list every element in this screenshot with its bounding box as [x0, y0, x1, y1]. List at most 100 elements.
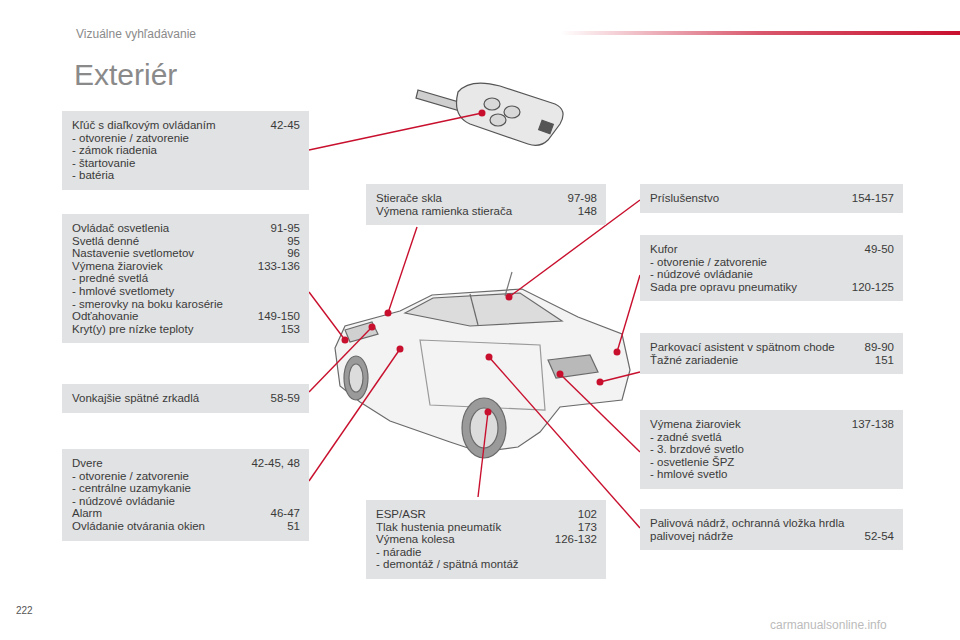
page-reference: 154-157 — [852, 192, 894, 205]
index-row: - smerovky na boku karosérie — [72, 298, 300, 311]
page-reference: 58-59 — [271, 392, 300, 405]
index-row: Svetlá denné 95 — [72, 235, 300, 248]
index-row: Parkovací asistent v spätnom chode 89-90 — [650, 341, 894, 354]
topic-text: Stierače skla — [376, 192, 450, 205]
callout-box: Stierače skla97-98Výmena ramienka stiera… — [366, 184, 606, 225]
topic-text: Svetlá denné — [72, 235, 147, 248]
page-reference: 95 — [287, 235, 300, 248]
page-reference: 91-95 — [271, 222, 300, 235]
index-row: - núdzové ovládanie — [650, 268, 894, 281]
topic-text: Kľúč s diaľkovým ovládaním — [72, 119, 224, 132]
page-reference: 51 — [287, 520, 300, 533]
index-row: - centrálne uzamykanie — [72, 482, 300, 495]
key-drawing — [416, 83, 563, 145]
index-row: - náradie — [376, 546, 597, 559]
topic-text: Ovládanie otvárania okien — [72, 520, 213, 533]
topic-text: - smerovky na boku karosérie — [72, 298, 231, 311]
index-row: Ovládač osvetlenia91-95 — [72, 222, 300, 235]
index-row: - núdzové ovládanie — [72, 495, 300, 508]
topic-text: Nastavenie svetlometov — [72, 247, 202, 260]
index-row: - zámok riadenia — [72, 144, 300, 157]
index-row: - otvorenie / zatvorenie — [72, 132, 300, 145]
callout-box: Dvere42-45, 48- otvorenie / zatvorenie- … — [62, 449, 309, 541]
callout-box: Vonkajšie spätné zrkadlá58-59 — [62, 384, 309, 413]
index-row: Sada pre opravu pneumatiky 120-125 — [650, 281, 894, 294]
index-row: Tlak hustenia pneumatík173 — [376, 521, 597, 534]
page-reference: 49-50 — [865, 243, 894, 256]
index-row: Dvere 42-45, 48 — [72, 457, 300, 470]
topic-text: Kryt(y) pre nízke teploty — [72, 323, 201, 336]
topic-text: Alarm — [72, 507, 110, 520]
topic-text: - zámok riadenia — [72, 144, 165, 157]
topic-text: - núdzové ovládanie — [72, 495, 183, 508]
page-reference: 89-90 — [865, 341, 894, 354]
index-row: Kľúč s diaľkovým ovládaním 42-45 — [72, 119, 300, 132]
topic-text: Palivová nádrž, ochranná vložka hrdla pa… — [650, 517, 865, 542]
topic-text: Ťažné zariadenie — [650, 354, 746, 367]
index-row: Výmena žiaroviek 137-138 — [650, 418, 894, 431]
topic-text: - demontáž / spätná montáž — [376, 558, 527, 571]
page-reference: 153 — [281, 323, 300, 336]
index-row: - otvorenie / zatvorenie — [72, 470, 300, 483]
page-reference: 120-125 — [852, 281, 894, 294]
index-row: - hmlové svetlomety — [72, 285, 300, 298]
topic-text: Výmena kolesa — [376, 533, 463, 546]
index-row: - zadné svetlá — [650, 431, 894, 444]
page-reference: 52-54 — [865, 530, 894, 543]
page-reference: 42-45 — [271, 119, 300, 132]
index-row: - demontáž / spätná montáž — [376, 558, 597, 571]
page-reference: 151 — [875, 354, 894, 367]
callout-box: Palivová nádrž, ochranná vložka hrdla pa… — [640, 509, 903, 550]
page-reference: 126-132 — [555, 533, 597, 546]
index-row: Palivová nádrž, ochranná vložka hrdla pa… — [650, 517, 894, 542]
topic-text: Výmena žiaroviek — [650, 418, 749, 431]
index-row: - hmlové svetlo — [650, 468, 894, 481]
topic-text: - centrálne uzamykanie — [72, 482, 199, 495]
page-reference: 137-138 — [852, 418, 894, 431]
topic-text: - hmlové svetlomety — [72, 285, 182, 298]
index-row: - predné svetlá — [72, 272, 300, 285]
index-row: - batéria — [72, 169, 300, 182]
index-row: Kufor49-50 — [650, 243, 894, 256]
topic-text: Parkovací asistent v spätnom chode — [650, 341, 843, 354]
page-number: 222 — [16, 605, 33, 616]
page-reference: 173 — [578, 521, 597, 534]
topic-text: - predné svetlá — [72, 272, 156, 285]
index-row: Nastavenie svetlometov 96 — [72, 247, 300, 260]
watermark: carmanualsonline.info — [770, 618, 887, 632]
topic-text: - náradie — [376, 546, 429, 559]
callout-box: Výmena žiaroviek 137-138 - zadné svetlá- 3… — [640, 410, 903, 489]
index-row: Výmena kolesa 126-132 — [376, 533, 597, 546]
index-row: - 3. brzdové svetlo — [650, 443, 894, 456]
topic-text: Sada pre opravu pneumatiky — [650, 281, 805, 294]
index-row: Výmena žiaroviek 133-136 — [72, 260, 300, 273]
topic-text: Výmena ramienka stierača — [376, 205, 520, 218]
page-reference: 149-150 — [258, 310, 300, 323]
index-row: - osvetlenie ŠPZ — [650, 456, 894, 469]
index-row: Alarm46-47 — [72, 507, 300, 520]
callout-box: Parkovací asistent v spätnom chode89-90Ť… — [640, 333, 903, 374]
callout-box: Ovládač osvetlenia91-95Svetlá denné95Nas… — [62, 214, 309, 343]
index-row: Ťažné zariadenie 151 — [650, 354, 894, 367]
page-reference: 133-136 — [258, 260, 300, 273]
topic-text: Odťahovanie — [72, 310, 146, 323]
topic-text: - otvorenie / zatvorenie — [72, 470, 197, 483]
index-row: Kryt(y) pre nízke teploty 153 — [72, 323, 300, 336]
page-reference: 96 — [287, 247, 300, 260]
index-row: Ovládanie otvárania okien 51 — [72, 520, 300, 533]
topic-text: - zadné svetlá — [650, 431, 730, 444]
index-row: Výmena ramienka stierača 148 — [376, 205, 597, 218]
callout-box: Príslušenstvo154-157 — [640, 184, 903, 213]
index-row: Príslušenstvo154-157 — [650, 192, 894, 205]
topic-text: Dvere — [72, 457, 111, 470]
callout-box: ESP/ASR102Tlak hustenia pneumatík173Výme… — [366, 500, 606, 579]
page-reference: 42-45, 48 — [251, 457, 300, 470]
topic-text: - otvorenie / zatvorenie — [650, 256, 775, 269]
topic-text: - štartovanie — [72, 157, 143, 170]
leader-dots — [342, 110, 621, 416]
topic-text: Výmena žiaroviek — [72, 260, 171, 273]
topic-text: - hmlové svetlo — [650, 468, 735, 481]
topic-text: - osvetlenie ŠPZ — [650, 456, 742, 469]
car-body — [335, 272, 630, 458]
page-reference: 148 — [578, 205, 597, 218]
